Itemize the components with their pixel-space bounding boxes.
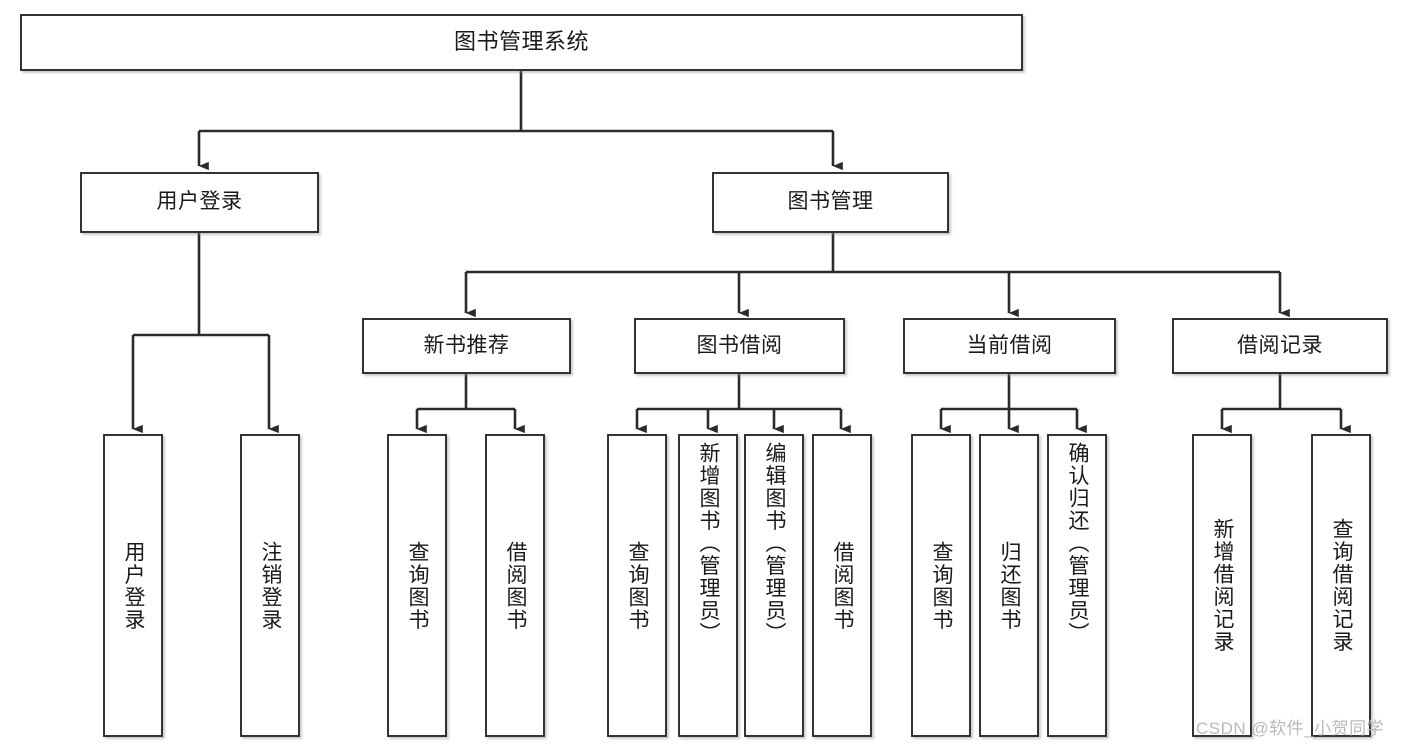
- node-label: 新书推荐: [423, 333, 510, 357]
- node-label: 图书管理系统: [453, 29, 589, 55]
- node-label: 确认归还（管理员）: [1066, 442, 1090, 645]
- node-label: 注销登录: [259, 540, 283, 631]
- node-label: 当前借阅: [966, 333, 1053, 357]
- node-leaf-borrow-book-recommend[interactable]: 借阅图书: [485, 434, 545, 737]
- node-borrow-record[interactable]: 借阅记录: [1172, 318, 1388, 374]
- node-leaf-add-borrow-record[interactable]: 新增借阅记录: [1192, 434, 1252, 737]
- node-leaf-edit-book-admin[interactable]: 编辑图书（管理员）: [744, 434, 804, 737]
- node-root-system[interactable]: 图书管理系统: [20, 14, 1023, 71]
- node-label: 图书借阅: [696, 333, 783, 357]
- node-leaf-query-book-borrow[interactable]: 查询图书: [607, 434, 667, 737]
- node-book-management[interactable]: 图书管理: [712, 172, 949, 233]
- node-label: 图书管理: [787, 190, 874, 214]
- node-leaf-logout[interactable]: 注销登录: [240, 434, 300, 737]
- node-label: 新增图书（管理员）: [697, 442, 721, 645]
- csdn-watermark: CSDN @软件_小贺同学: [1196, 719, 1385, 738]
- node-leaf-return-book[interactable]: 归还图书: [979, 434, 1039, 737]
- node-leaf-query-book-recommend[interactable]: 查询图书: [387, 434, 447, 737]
- node-new-book-recommend[interactable]: 新书推荐: [362, 318, 571, 374]
- node-label: 查询借阅记录: [1330, 518, 1354, 653]
- node-label: 查询图书: [406, 540, 430, 631]
- node-label: 用户登录: [156, 190, 243, 214]
- node-leaf-borrow-book[interactable]: 借阅图书: [812, 434, 872, 737]
- node-book-borrow[interactable]: 图书借阅: [634, 318, 845, 374]
- node-leaf-query-borrow-record[interactable]: 查询借阅记录: [1311, 434, 1371, 737]
- node-label: 归还图书: [998, 540, 1022, 631]
- node-label: 借阅图书: [504, 540, 528, 631]
- node-current-borrow[interactable]: 当前借阅: [903, 318, 1116, 374]
- node-label: 查询图书: [930, 540, 954, 631]
- node-user-login[interactable]: 用户登录: [80, 172, 319, 233]
- node-label: 借阅记录: [1237, 333, 1323, 357]
- node-label: 编辑图书（管理员）: [763, 442, 787, 645]
- node-leaf-add-book-admin[interactable]: 新增图书（管理员）: [678, 434, 738, 737]
- node-leaf-confirm-return-admin[interactable]: 确认归还（管理员）: [1047, 434, 1107, 737]
- node-leaf-user-login[interactable]: 用户登录: [103, 434, 163, 737]
- node-label: 借阅图书: [831, 540, 855, 631]
- node-label: 新增借阅记录: [1211, 518, 1235, 653]
- node-label: 查询图书: [626, 540, 650, 631]
- node-label: 用户登录: [122, 540, 146, 631]
- node-leaf-query-book-current[interactable]: 查询图书: [911, 434, 971, 737]
